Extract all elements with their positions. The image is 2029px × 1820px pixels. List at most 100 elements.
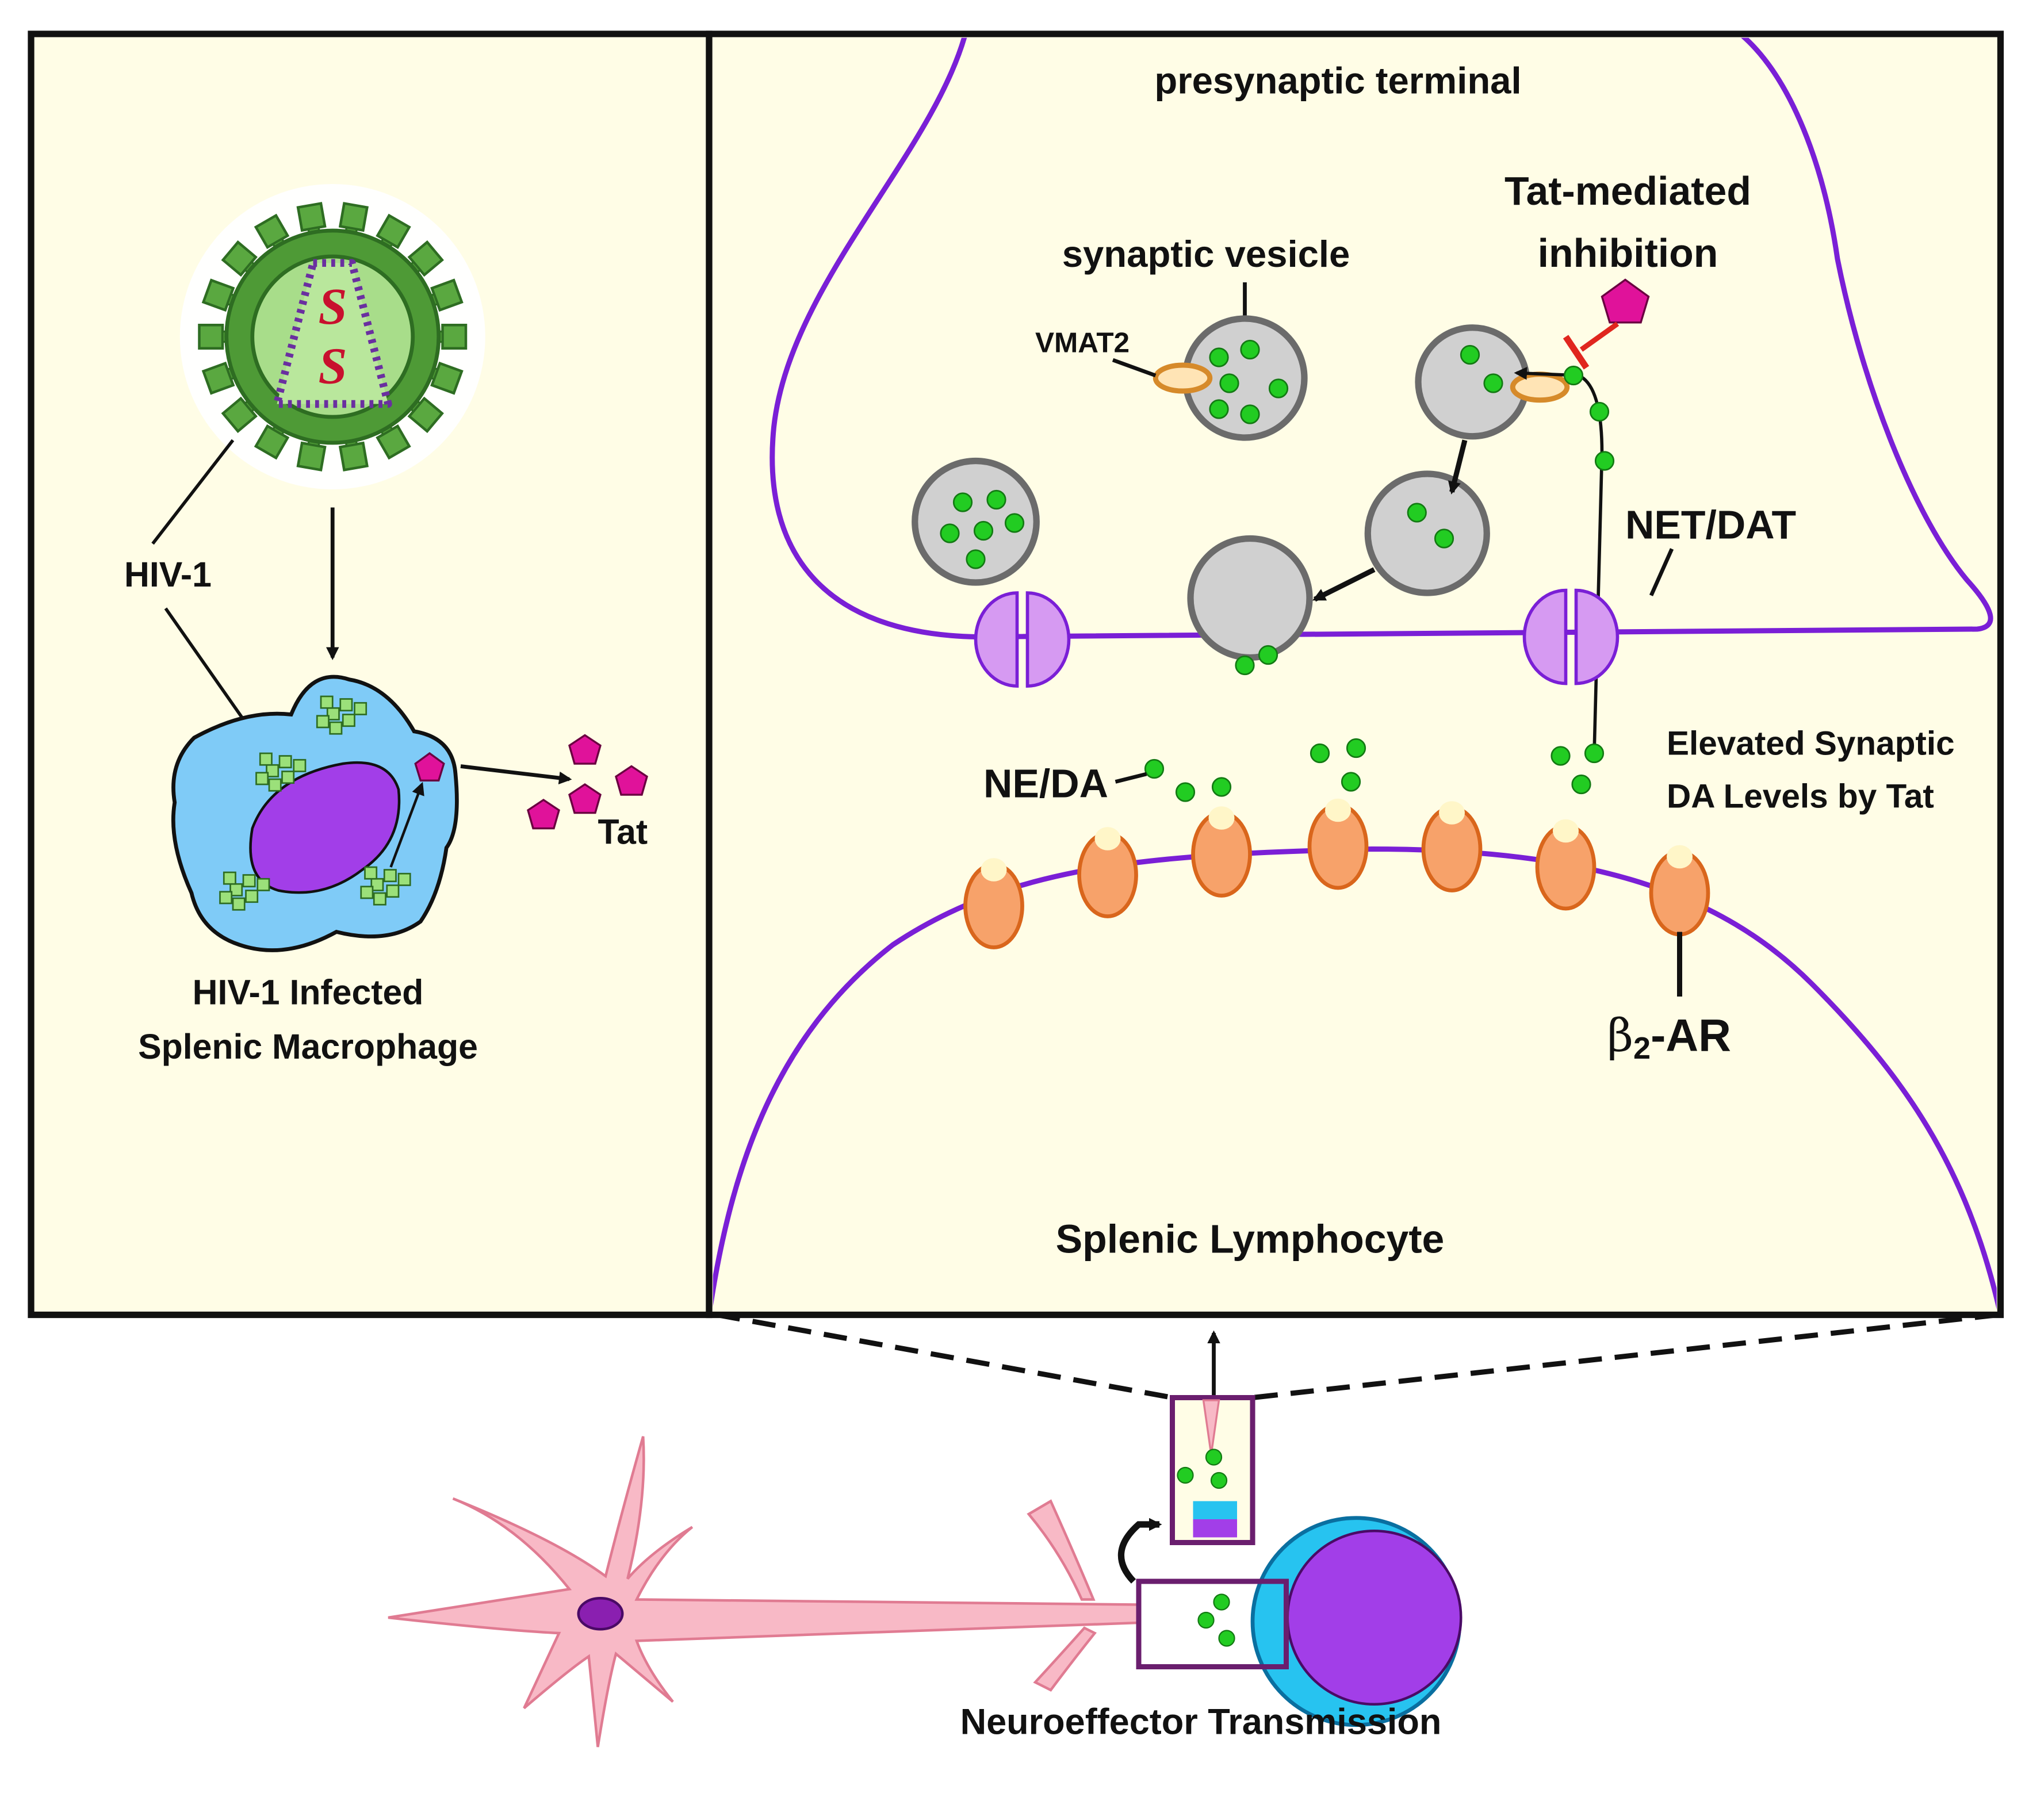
- ne-da-pointer: [1115, 772, 1147, 784]
- neurotransmitter-dot: [1434, 528, 1454, 549]
- macrophage-label-line2: Splenic Macrophage: [138, 1027, 478, 1066]
- fusing-vesicle: [1187, 535, 1313, 661]
- beta2-ar-tail: -AR: [1651, 1010, 1731, 1061]
- vmat2-transporter: [1153, 362, 1213, 394]
- junction-nt-3: [1218, 1630, 1235, 1647]
- recycling-vesicle: [1415, 324, 1530, 440]
- zoom-line-left: [716, 1312, 1173, 1400]
- vmat2-transporter-recycling: [1510, 371, 1570, 403]
- neurotransmitter-dot: [1258, 645, 1278, 665]
- vesicle-cycle-arrow-1: [1448, 439, 1468, 495]
- magnified-nt-1: [1177, 1466, 1194, 1484]
- beta2-ar-subscript: 2: [1633, 1031, 1651, 1066]
- hiv-1-label: HIV-1: [124, 555, 212, 594]
- hiv-label-line-upper: [151, 439, 235, 545]
- net-dat-pointer: [1649, 548, 1674, 596]
- sympathetic-neuron: [388, 1436, 1140, 1748]
- beta2-ar-beta: β: [1607, 1009, 1634, 1062]
- virus-capsid-cone: [273, 259, 392, 408]
- neurotransmitter-dot: [1268, 378, 1289, 399]
- neurotransmitter-dot: [966, 549, 986, 569]
- neurotransmitter-dot: [1144, 758, 1165, 779]
- macrophage-label-line1: HIV-1 Infected: [193, 973, 424, 1012]
- tat-release-arrow: [460, 764, 572, 785]
- neurotransmitter-dot: [952, 492, 973, 512]
- neurotransmitter-dot: [1209, 399, 1229, 419]
- neurotransmitter-dot: [1346, 738, 1366, 758]
- tat-production-arrow: [389, 781, 424, 868]
- virus-spike: [420, 361, 464, 395]
- beta2-ar-label: β2-AR: [1607, 1009, 1732, 1066]
- neurotransmitter-dot: [1240, 339, 1260, 360]
- vmat2-pointer: [1112, 358, 1157, 378]
- neurotransmitter-molecules: [940, 339, 1615, 802]
- neurotransmitter-dot: [1563, 365, 1584, 386]
- virus-spikes: [198, 202, 468, 472]
- reserve-vesicle: [912, 457, 1040, 586]
- neurotransmitter-dot: [1240, 404, 1260, 424]
- neurotransmitter-dot: [1584, 743, 1605, 764]
- magnified-receptor: [1193, 1501, 1237, 1519]
- ne-da-label: NE/DA: [983, 761, 1108, 806]
- beta2-ar-receptor: [1421, 801, 1483, 892]
- neurotransmitter-dot: [1219, 373, 1239, 393]
- neurotransmitter-dot: [973, 520, 994, 541]
- magnified-nt-3: [1210, 1472, 1228, 1489]
- neurotransmitter-dot: [1341, 772, 1361, 792]
- postsynaptic-membrane: [713, 846, 1997, 1310]
- tat-inhibition-label-line1: Tat-mediated: [1504, 168, 1751, 213]
- released-tat-group: [527, 734, 648, 830]
- net-dat-label: NET/DAT: [1625, 503, 1796, 547]
- neurotransmitter-dot: [1310, 743, 1330, 764]
- neurotransmitter-dot: [1483, 373, 1503, 393]
- beta2-ar-receptor: [1307, 798, 1369, 890]
- neurotransmitter-dot: [986, 489, 1006, 510]
- neurotransmitter-dot: [1004, 513, 1025, 533]
- beta2-ar-receptor: [1535, 819, 1597, 911]
- neuroeffector-junction-box: [1136, 1578, 1289, 1669]
- magnified-axon-tip: [1202, 1399, 1220, 1455]
- neuroeffector-transmission-label: Neuroeffector Transmission: [960, 1702, 1442, 1742]
- junction-nt-2: [1213, 1593, 1230, 1611]
- right-panel-frame: [706, 30, 2004, 1319]
- neurotransmitter-dot: [1175, 782, 1196, 802]
- junction-nt-1: [1197, 1611, 1215, 1629]
- neurotransmitter-dot: [1571, 774, 1591, 795]
- beta2-ar-receptor: [963, 858, 1024, 949]
- tat-in-cell: [414, 752, 445, 781]
- neurotransmitter-dot: [940, 523, 960, 543]
- elevated-da-label-line1: Elevated Synaptic: [1667, 725, 1955, 762]
- docking-vesicle: [1364, 470, 1490, 596]
- beta2-ar-receptor: [1191, 806, 1252, 898]
- elevated-da-label-line2: DA Levels by Tat: [1667, 778, 1934, 815]
- viral-rna-glyph-2: S: [319, 338, 347, 395]
- zoom-line-right: [1252, 1312, 1999, 1400]
- neurotransmitter-dot: [1407, 503, 1427, 523]
- transporter-left: [974, 591, 1071, 688]
- beta2-ar-receptors: [963, 798, 1710, 949]
- tat-label: Tat: [598, 813, 648, 852]
- inhibition-bar: [1563, 335, 1590, 370]
- neurotransmitter-dot: [1594, 451, 1615, 471]
- splenic-lymphocyte-label: Splenic Lymphocyte: [1056, 1217, 1445, 1262]
- magnified-lymphocyte-edge: [1193, 1519, 1237, 1538]
- macrophage-nucleus: [249, 761, 401, 894]
- transporter-right: [1522, 588, 1620, 685]
- vesicle-cycle-arrow-2: [1312, 567, 1376, 602]
- neurotransmitter-dot: [1235, 655, 1255, 676]
- tat-molecule-inhibitor: [1601, 278, 1650, 324]
- magnify-curved-arrow: [1117, 1518, 1162, 1584]
- beta2-ar-receptor: [1077, 827, 1138, 918]
- neurotransmitter-dot: [1589, 401, 1610, 422]
- neurotransmitter-dot: [1211, 777, 1232, 797]
- vmat2-label: VMAT2: [1035, 327, 1130, 359]
- tat-inhibition-label-line2: inhibition: [1538, 231, 1718, 275]
- neurotransmitter-dot: [1209, 347, 1229, 367]
- synaptic-vesicle-label: synaptic vesicle: [1062, 233, 1350, 275]
- lymphocyte-nucleus: [1286, 1530, 1463, 1706]
- beta2-ar-receptor: [1649, 845, 1710, 937]
- presynaptic-membrane: [770, 37, 1993, 640]
- viral-rna-glyph-1: S: [319, 278, 347, 335]
